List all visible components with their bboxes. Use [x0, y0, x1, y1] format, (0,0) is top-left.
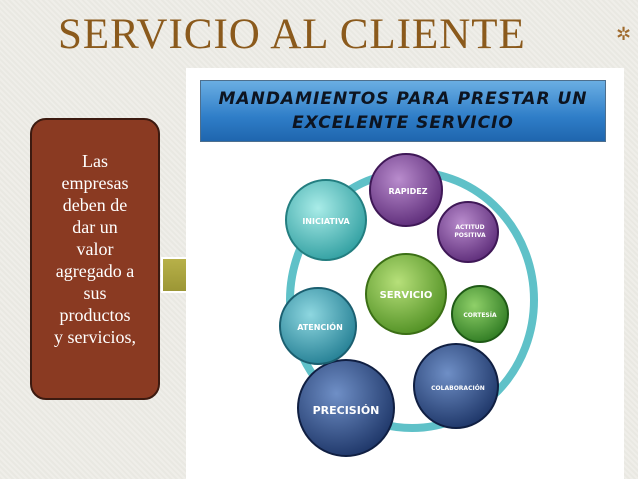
service-diagram-image: MANDAMIENTOS PARA PRESTAR UN EXCELENTE S… — [186, 68, 624, 479]
cycle-diagram: SERVICIO INICIATIVA RAPIDEZ ACTITUD POSI… — [279, 153, 538, 457]
diagram-node-center: SERVICIO — [365, 253, 447, 335]
node-label-atencion: ATENCIÓN — [297, 321, 343, 332]
diagram-node-actitud-positiva: ACTITUD POSITIVA — [437, 201, 499, 263]
node-label-rapidez: RAPIDEZ — [388, 187, 427, 196]
diagram-center-label: SERVICIO — [380, 290, 433, 301]
node-label-cortesia: CORTESÍA — [463, 311, 497, 319]
banner: MANDAMIENTOS PARA PRESTAR UN EXCELENTE S… — [200, 80, 606, 142]
banner-line-1: MANDAMIENTOS PARA PRESTAR UN — [218, 89, 588, 109]
node-label-actitud: ACTITUD — [455, 224, 484, 231]
diagram-node-iniciativa: INICIATIVA — [285, 179, 367, 261]
node-label-positiva: POSITIVA — [454, 232, 486, 239]
node-label-precision: PRECISIÓN — [313, 404, 380, 417]
diagram-node-rapidez: RAPIDEZ — [369, 153, 443, 227]
node-label-iniciativa: INICIATIVA — [302, 217, 350, 226]
diagram-node-atencion: ATENCIÓN — [279, 287, 357, 365]
page-title: SERVICIO AL CLIENTE — [58, 11, 526, 58]
callout-text: Las empresas deben de dar un valor agreg… — [54, 151, 136, 347]
banner-line-2: EXCELENTE SERVICIO — [292, 113, 514, 133]
diagram-node-cortesia: CORTESÍA — [451, 285, 509, 343]
diagram-node-colaboracion: COLABORACIÓN — [413, 343, 499, 429]
diagram-node-precision: PRECISIÓN — [297, 359, 395, 457]
node-label-colaboracion: COLABORACIÓN — [431, 385, 485, 392]
callout-box: Las empresas deben de dar un valor agreg… — [30, 118, 160, 400]
decorative-star-icon: ✲ — [616, 24, 632, 45]
